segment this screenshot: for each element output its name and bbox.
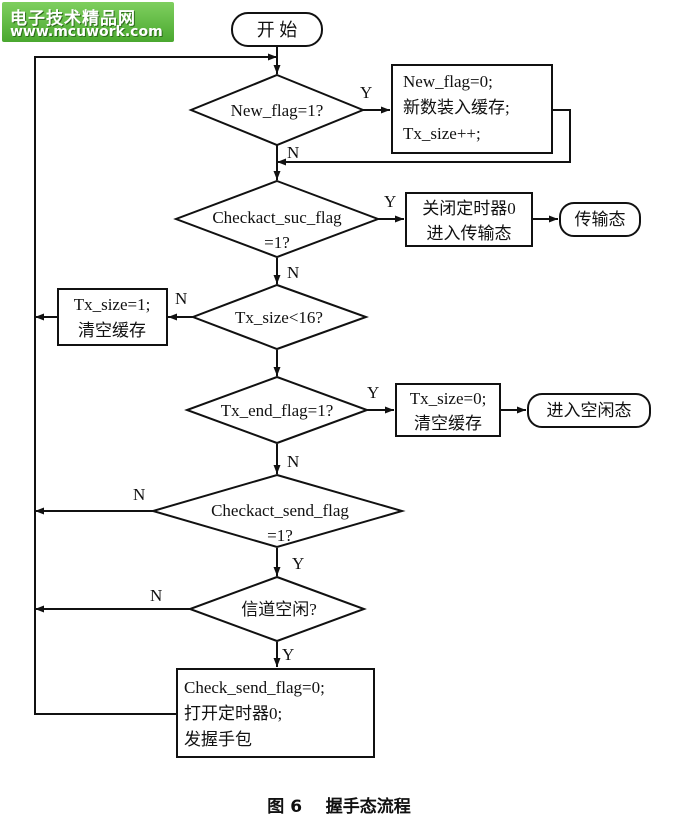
- process-clear-buffer: [395, 383, 501, 437]
- edge-label-txsize-no: N: [175, 289, 187, 308]
- decision-checkact-send: [149, 473, 406, 549]
- edge-label-newflag-yes: Y: [360, 83, 372, 102]
- edge-label-checkactsuc-no: N: [287, 263, 299, 282]
- start-terminal: [231, 12, 323, 47]
- decision-new-flag-label: New_flag=1?: [231, 101, 324, 120]
- decision-tx-size: [190, 283, 369, 351]
- edge-label-txend-yes: Y: [367, 383, 379, 402]
- watermark-site-name: 电子技术精品网: [10, 9, 136, 29]
- edge-label-checkactsend-no: N: [133, 485, 145, 504]
- decision-tx-end-label: Tx_end_flag=1?: [221, 401, 334, 420]
- process-new-data: [391, 64, 553, 154]
- process-reset-size-line2: 清空缓存: [78, 321, 146, 340]
- process-new-data-line3: Tx_size++;: [403, 124, 481, 143]
- decision-checkact-suc-line1: Checkact_suc_flag: [212, 208, 342, 227]
- decision-checkact-suc: [173, 179, 381, 259]
- watermark-site-url: www.mcuwork.com: [10, 24, 163, 40]
- edge-label-newflag-no: N: [287, 143, 299, 162]
- process-new-data-line2: 新数装入缓存;: [403, 98, 510, 117]
- terminal-idle-state: [527, 393, 651, 428]
- terminal-idle-state-label: 进入空闲态: [547, 401, 632, 420]
- decision-tx-end: [184, 375, 370, 445]
- process-reset-size: [57, 288, 168, 346]
- process-close-timer-line2: 进入传输态: [427, 224, 512, 243]
- edge-newdata-return: [277, 109, 571, 166]
- decision-checkact-send-line2: =1?: [267, 526, 293, 545]
- edge-label-channel-yes: Y: [282, 645, 294, 664]
- decision-tx-size-label: Tx_size<16?: [235, 308, 323, 327]
- process-close-timer: [405, 192, 533, 247]
- watermark-logo: 电子技术精品网 www.mcuwork.com: [2, 2, 174, 42]
- decision-new-flag: [188, 73, 366, 147]
- process-clear-buffer-line1: Tx_size=0;: [410, 389, 487, 408]
- process-close-timer-line1: 关闭定时器0: [422, 199, 516, 218]
- terminal-transfer-state-label: 传输态: [575, 210, 626, 229]
- edge-label-txend-no: N: [287, 452, 299, 471]
- decision-checkact-send-line1: Checkact_send_flag: [211, 501, 349, 520]
- process-send-handshake-line3: 发握手包: [184, 730, 252, 749]
- decision-checkact-suc-line2: =1?: [264, 233, 290, 252]
- decision-channel-idle-label: 信道空闲?: [241, 600, 317, 619]
- edge-loop-back: [34, 53, 277, 715]
- process-new-data-line1: New_flag=0;: [403, 72, 493, 91]
- decision-channel-idle: [187, 575, 367, 643]
- process-send-handshake: [176, 668, 375, 758]
- edge-label-channel-no: N: [150, 586, 162, 605]
- figure-caption: 图 6 握手态流程: [267, 796, 410, 817]
- start-label: 开 始: [257, 20, 298, 40]
- edge-label-checkactsend-yes: Y: [292, 554, 304, 573]
- process-reset-size-line1: Tx_size=1;: [74, 295, 151, 314]
- process-send-handshake-line1: Check_send_flag=0;: [184, 678, 325, 697]
- terminal-transfer-state: [559, 202, 641, 237]
- process-send-handshake-line2: 打开定时器0;: [184, 704, 282, 723]
- process-clear-buffer-line2: 清空缓存: [414, 414, 482, 433]
- edge-label-checkactsuc-yes: Y: [384, 192, 396, 211]
